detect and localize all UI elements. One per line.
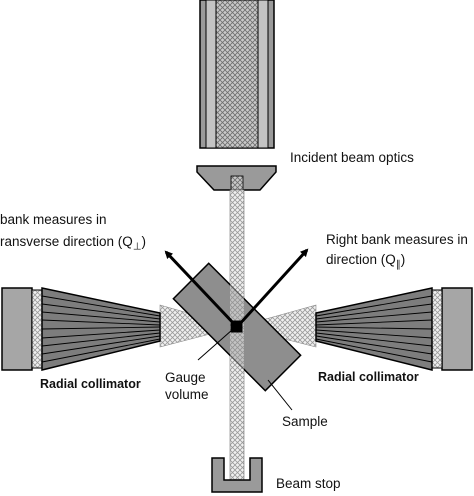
right-bank-label-text: direction (Q: [326, 252, 396, 267]
beam-stop: [211, 457, 263, 493]
transverse-vector-arrow: [164, 250, 239, 329]
right-bank-label-line1: Right bank measures in: [326, 232, 468, 247]
left-bank-label-line2: ransverse direction (Q⊥): [0, 234, 146, 256]
left-collimator-label: Radial collimator: [40, 377, 141, 391]
right-bank-label-line2: direction (Q∥): [326, 252, 405, 274]
left-bank-label-text: ransverse direction (Q: [0, 234, 133, 249]
gauge-leader-line: [197, 329, 233, 361]
right-radial-collimator: [315, 287, 433, 371]
right-detector-bank: [431, 287, 473, 371]
gauge-volume-label-line1: Gauge: [165, 370, 206, 385]
right-collimator-label: Radial collimator: [318, 370, 419, 384]
left-bank-label-close: ): [141, 234, 147, 249]
incident-beam-tube: [199, 0, 275, 149]
sample-leader-line: [267, 379, 293, 411]
incident-beam-optics-label: Incident beam optics: [290, 150, 414, 165]
beam-stop-label: Beam stop: [276, 476, 341, 491]
perp-subscript: ⊥: [132, 241, 142, 253]
gauge-volume-label-line2: volume: [165, 387, 209, 402]
left-bank-label-line1: bank measures in: [0, 212, 107, 227]
sample-label: Sample: [282, 414, 328, 429]
right-bank-label-close: ): [400, 252, 406, 267]
left-radial-collimator: [41, 287, 161, 371]
left-detector-bank: [1, 287, 43, 371]
parallel-subscript: ∥: [395, 259, 401, 271]
axial-vector-arrow: [235, 248, 309, 329]
